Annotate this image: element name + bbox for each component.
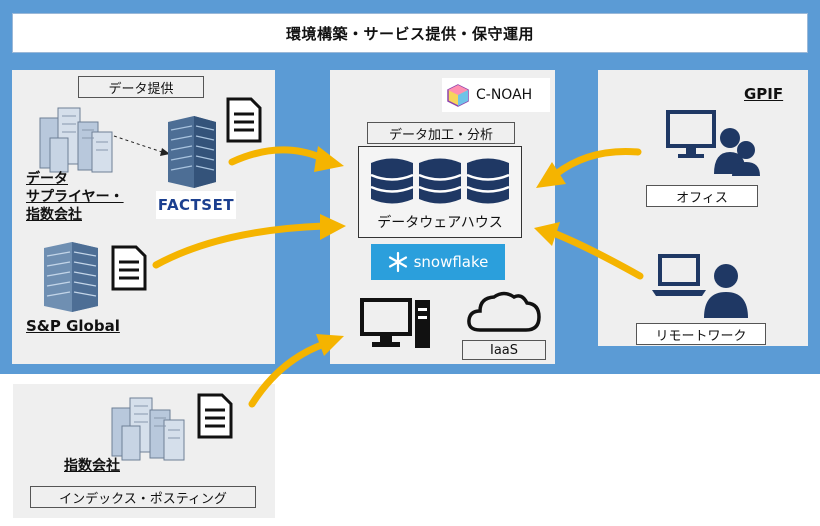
database-icon: [370, 158, 414, 204]
data-warehouse-label: データウェアハウス: [377, 215, 503, 231]
database-icon: [466, 158, 510, 204]
building-cluster-icon: [39, 107, 113, 173]
snowflake-logo: snowflake: [371, 244, 505, 280]
document-icon: [197, 393, 233, 439]
factset-logo: FACTSET: [156, 191, 236, 219]
office-tag: オフィス: [646, 185, 758, 207]
gpif-panel: [598, 70, 808, 346]
office-tower-icon: [168, 116, 216, 188]
cloud-icon: [467, 291, 541, 332]
index-company-label: 指数会社: [64, 458, 120, 474]
cnoah-logo-text: C-NOAH: [476, 87, 533, 103]
document-icon: [111, 245, 147, 291]
supplier-label-2: サプライヤー・: [26, 189, 124, 205]
index-posting-tag: インデックス・ポスティング: [30, 486, 256, 508]
sp-global-label: S&P Global: [26, 317, 120, 335]
gpif-label: GPIF: [744, 85, 784, 103]
dotted-connector-arrow: [113, 135, 170, 156]
remote-worker-icon: [652, 254, 748, 318]
snowflake-logo-text: snowflake: [413, 253, 489, 271]
desktop-computer-icon: [360, 298, 430, 348]
office-worker-icon: [666, 110, 760, 176]
supplier-label-3: 指数会社: [26, 207, 82, 223]
snowflake-icon: [388, 251, 407, 273]
building-cluster-icon: [111, 397, 185, 461]
database-icon: [418, 158, 462, 204]
supplier-label-1: データ: [26, 171, 68, 187]
iaas-tag: IaaS: [462, 340, 546, 360]
data-processing-tag: データ加工・分析: [367, 122, 515, 144]
banner-title: 環境構築・サービス提供・保守運用: [12, 13, 808, 53]
cube-logo-icon: [447, 84, 469, 107]
data-provision-tag: データ提供: [78, 76, 204, 98]
office-tower-icon: [44, 242, 98, 312]
document-icon: [226, 97, 262, 143]
cnoah-logo: C-NOAH: [442, 78, 550, 112]
remote-work-tag: リモートワーク: [636, 323, 766, 345]
